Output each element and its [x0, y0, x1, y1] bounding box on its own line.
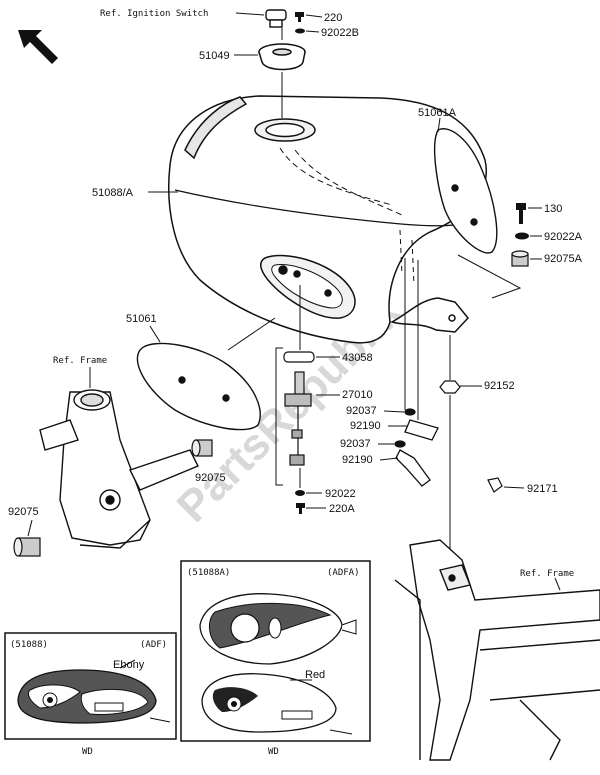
part-label-92037-b: 92037: [340, 438, 371, 450]
inset-right-color: Red: [305, 669, 325, 681]
fuel-tank: [168, 95, 487, 344]
washer-92022-icon: [295, 490, 305, 496]
part-label-92171: 92171: [527, 483, 558, 495]
inset-right-footer: WD: [268, 747, 279, 757]
bolt-130-icon: [516, 203, 526, 224]
inset-left-box: [4, 632, 177, 740]
part-label-92190-a: 92190: [350, 420, 381, 432]
part-label-92037-a: 92037: [346, 405, 377, 417]
washer-92022B-icon: [295, 28, 305, 34]
part-label-51061: 51061: [126, 313, 157, 325]
screw-220-icon: [295, 12, 304, 22]
part-label-43058: 43058: [342, 352, 373, 364]
grommet-92075-icon: [191, 439, 213, 457]
part-label-220: 220: [324, 12, 342, 24]
part-label-92022B: 92022B: [321, 27, 359, 39]
side-cover-51061: [136, 342, 261, 431]
inset-right-code: (51088A): [187, 568, 230, 578]
inset-right-box: [180, 560, 371, 742]
inset-left-footer: WD: [82, 747, 93, 757]
nut-92152-icon: [439, 380, 461, 394]
frame-left: [39, 389, 199, 549]
frame-right: [394, 539, 600, 761]
grommet-92075-left-icon: [13, 537, 41, 557]
ref-frame-right-label: Ref. Frame: [520, 569, 574, 579]
ref-ignition-switch-label: Ref. Ignition Switch: [100, 9, 208, 19]
part-label-92152: 92152: [484, 380, 515, 392]
hose-clamp-group: [394, 408, 439, 487]
part-label-92022: 92022: [325, 488, 356, 500]
inset-left-variant: (ADF): [140, 640, 167, 650]
ref-frame-left-label: Ref. Frame: [53, 356, 107, 366]
cap-51049: [258, 43, 306, 71]
grommet-92075A-icon: [511, 250, 529, 267]
part-label-51088A: 51088/A: [92, 187, 134, 199]
part-label-92075A: 92075A: [544, 253, 583, 265]
part-label-220A: 220A: [329, 503, 355, 515]
screw-220A-icon: [296, 503, 305, 514]
inset-right-variant: (ADFA): [327, 568, 360, 578]
ignition-plug: [265, 9, 287, 28]
washer-92022A-icon: [515, 232, 529, 240]
inset-left-color: Ebony: [113, 659, 145, 671]
part-label-51061A: 51061A: [418, 107, 457, 119]
part-label-51049: 51049: [199, 50, 230, 62]
direction-arrow-icon: [18, 30, 58, 64]
part-label-92075-left: 92075: [8, 506, 39, 518]
part-label-27010: 27010: [342, 389, 373, 401]
clip-92171-icon: [487, 477, 503, 493]
side-cover-51061A: [433, 128, 498, 254]
fuel-sensor-27010: [283, 351, 315, 466]
inset-left-code: (51088): [10, 640, 48, 650]
part-label-92190-b: 92190: [342, 454, 373, 466]
part-label-130: 130: [544, 203, 562, 215]
part-label-92075: 92075: [195, 472, 226, 484]
part-label-92022A: 92022A: [544, 231, 583, 243]
